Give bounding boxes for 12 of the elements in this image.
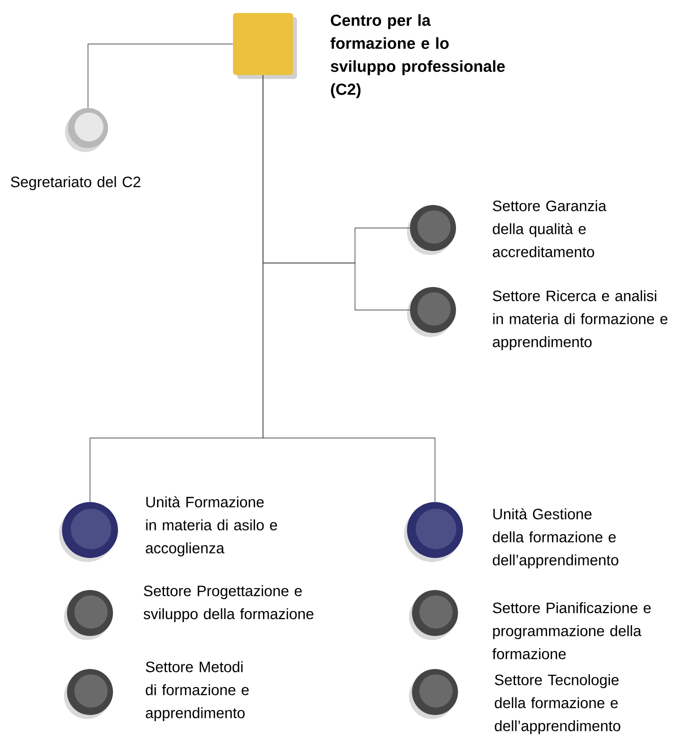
unit-label: Unità Gestione della formazione e dell’apprendimento [492, 508, 618, 568]
unit-label: Unità Formazione in materia di asilo e accoglienza [146, 496, 278, 556]
unit-label: Settore Ricerca e analisi in materia di formazione e apprendimento [492, 290, 668, 350]
connector-line [262, 74, 436, 502]
unit-label: Settore Garanzia della qualità e accreditamento [492, 200, 606, 258]
unit-label: Settore Metodi di formazione e apprendimento [146, 661, 249, 722]
unit-label: Settore Progettazione e sviluppo della formazione [144, 585, 314, 622]
unit-label: Centro per la formazione e lo sviluppo professionale (C2) [330, 14, 505, 98]
unit-label: Settore Tecnologie della formazione e dell’apprendimento [494, 674, 620, 734]
unit-label: Settore Pianificazione e programmazione della formazione [492, 602, 651, 660]
connector-line [88, 44, 234, 108]
unit-label: Segretariato del C2 [10, 176, 140, 190]
